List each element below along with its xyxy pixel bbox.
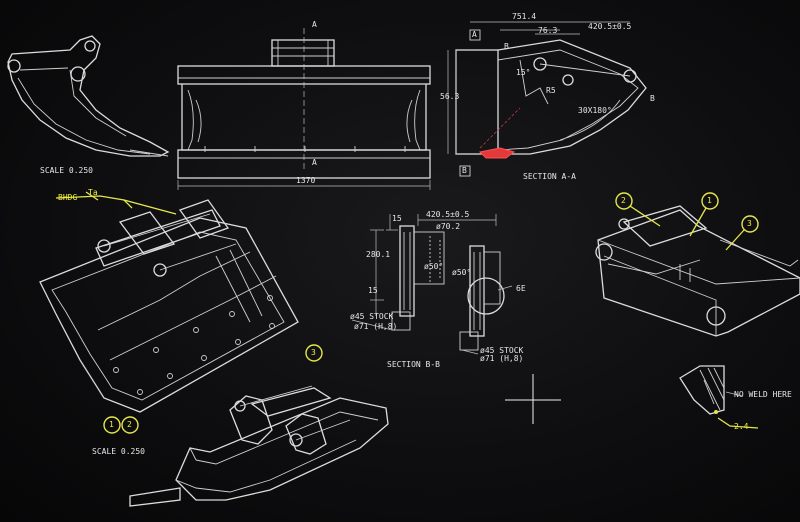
bb-stock-right-sub: ø71 (H,8) bbox=[480, 354, 524, 363]
bb-dim-sub: ø70.2 bbox=[436, 222, 461, 231]
callout-left: BHDG bbox=[58, 193, 78, 202]
dim-761: 76.3 bbox=[538, 26, 558, 35]
section-bb-title: SECTION B-B bbox=[387, 360, 440, 369]
bb-2801: 280.1 bbox=[366, 250, 391, 259]
crosshair-cursor-icon bbox=[505, 374, 561, 424]
bb-stock-left-sub: ø71 (H,8) bbox=[354, 322, 398, 331]
section-aa-view bbox=[447, 21, 647, 177]
section-aa-title: SECTION A-A bbox=[523, 172, 576, 181]
balloon-2-label: 2 bbox=[127, 420, 132, 429]
weld-ref: 2.4 bbox=[734, 422, 749, 431]
bb-stock-right: ø45 STOCK bbox=[480, 346, 524, 355]
front-width-dim: 1370 bbox=[296, 176, 316, 185]
bb-6e: 6E bbox=[516, 284, 526, 293]
dim-56: 56.3 bbox=[440, 92, 460, 101]
dim-a-box: A bbox=[472, 30, 477, 39]
bb-15-top: 15 bbox=[392, 214, 402, 223]
bucket-side-view bbox=[7, 35, 170, 157]
dim-b-right: B bbox=[650, 94, 655, 103]
dim-420-top: 420.5±0.5 bbox=[588, 22, 632, 31]
callout-left-ref: Ta bbox=[88, 188, 98, 197]
balloon-1-label: 1 bbox=[109, 420, 114, 429]
scale-label-top: SCALE 0.250 bbox=[40, 166, 93, 175]
balloon-r3-label: 3 bbox=[747, 219, 752, 228]
bb-dim-top: 420.5±0.5 bbox=[426, 210, 470, 219]
bb-stock-left: ø45 STOCK bbox=[350, 312, 394, 321]
bb-hole1: ø50° bbox=[424, 262, 444, 271]
section-letter-bottom: A bbox=[312, 158, 317, 167]
bb-hole2: ø50° bbox=[452, 268, 472, 277]
quick-hitch-isometric bbox=[595, 192, 800, 337]
dim-751: 751.4 bbox=[512, 12, 537, 21]
balloon-r1-label: 1 bbox=[707, 196, 712, 205]
balloon-3-label: 3 bbox=[311, 348, 316, 357]
dim-r-small: R5 bbox=[546, 86, 556, 95]
balloon-group-left bbox=[103, 344, 323, 434]
bucket-isometric-view bbox=[39, 191, 299, 413]
dim-b-left: B bbox=[504, 42, 509, 51]
no-weld-note: NO WELD HERE bbox=[734, 390, 792, 399]
bb-15-bottom: 15 bbox=[368, 286, 378, 295]
bucket-front-view bbox=[177, 28, 431, 190]
bucket-isometric-lower bbox=[129, 385, 389, 507]
dim-arc: 30X180° bbox=[578, 106, 612, 115]
section-letter-top: A bbox=[312, 20, 317, 29]
section-bb-view bbox=[351, 214, 513, 355]
dim-box-bottom: B bbox=[462, 166, 467, 175]
scale-label-bottom: SCALE 0.250 bbox=[92, 447, 145, 456]
dim-angle: 15° bbox=[516, 68, 531, 77]
balloon-r2-label: 2 bbox=[621, 196, 626, 205]
weld-detail bbox=[679, 365, 759, 429]
